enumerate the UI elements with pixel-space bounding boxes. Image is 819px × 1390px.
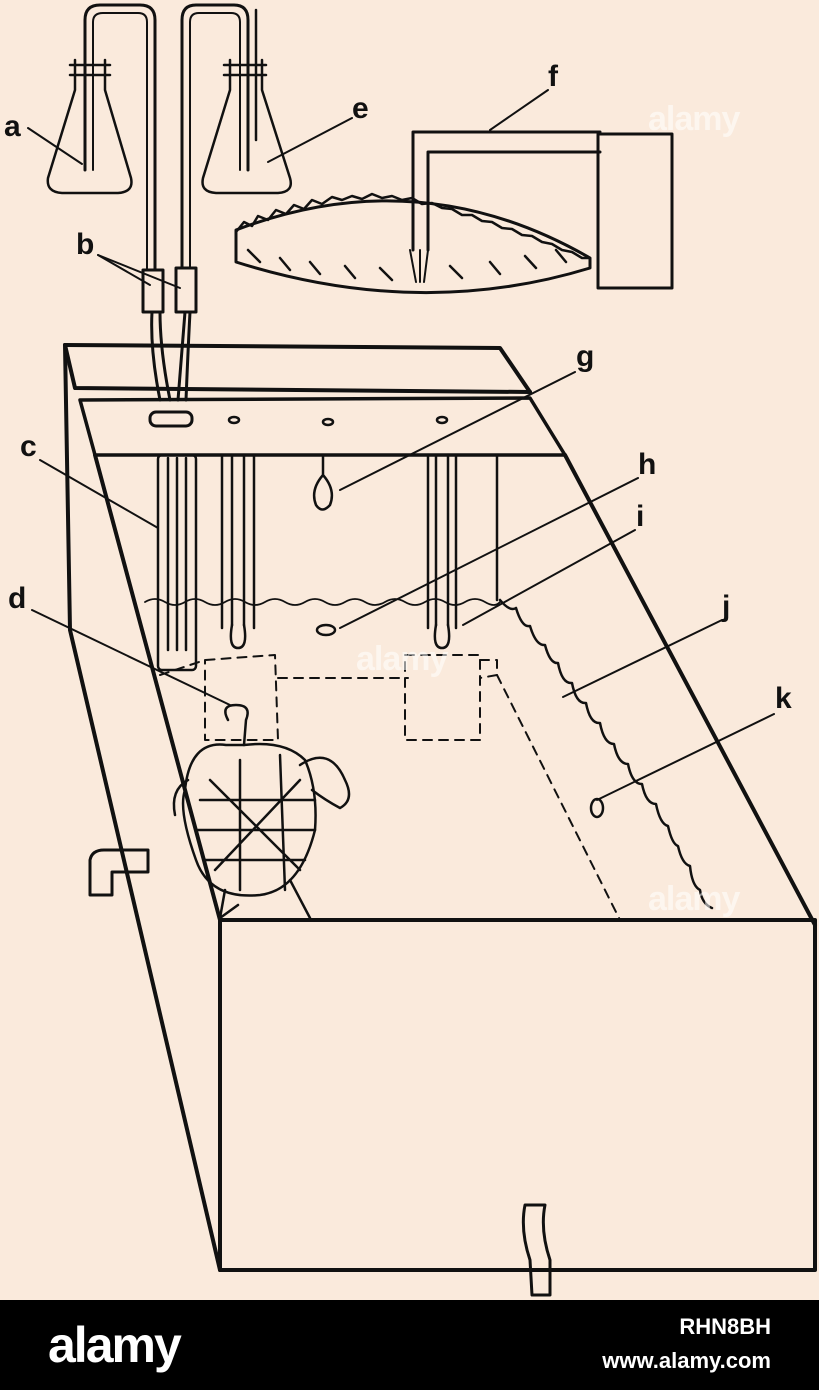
tube-clamps bbox=[141, 266, 198, 428]
footer-bar: alamy RHN8BH www.alamy.com bbox=[0, 1300, 819, 1390]
label-d: d bbox=[8, 582, 27, 615]
water-surface bbox=[144, 598, 501, 606]
label-b: b bbox=[76, 228, 95, 261]
tank bbox=[63, 343, 817, 1297]
flask-e bbox=[180, 3, 292, 272]
watermark-bottom: alamy bbox=[648, 880, 740, 918]
flask-a bbox=[46, 3, 157, 272]
label-a: a bbox=[4, 110, 21, 143]
dashed-platforms bbox=[159, 654, 621, 921]
leader-lines bbox=[27, 89, 775, 801]
turtle-d bbox=[172, 703, 351, 920]
feeder-timer-f bbox=[234, 130, 674, 295]
footer-brand-logo: alamy bbox=[48, 1317, 182, 1373]
footer-image-id: RHN8BH bbox=[679, 1314, 771, 1339]
watermark-middle: alamy bbox=[356, 640, 448, 678]
water-edge-j bbox=[498, 598, 714, 910]
label-j: j bbox=[722, 590, 731, 623]
footer-url: www.alamy.com bbox=[602, 1348, 771, 1373]
label-k: k bbox=[775, 682, 792, 715]
label-c: c bbox=[20, 430, 37, 463]
apparatus-diagram: a b c d e f g h i j k alamy alamy alamy bbox=[4, 3, 817, 1297]
food-pellet-h bbox=[315, 623, 337, 637]
diagram-drawing bbox=[27, 3, 817, 1297]
label-e: e bbox=[352, 92, 369, 125]
label-i: i bbox=[636, 500, 645, 533]
label-g: g bbox=[576, 340, 595, 373]
label-f: f bbox=[548, 60, 558, 93]
pellet-k bbox=[589, 797, 605, 819]
watermark-top: alamy bbox=[648, 100, 740, 138]
label-h: h bbox=[638, 448, 657, 481]
